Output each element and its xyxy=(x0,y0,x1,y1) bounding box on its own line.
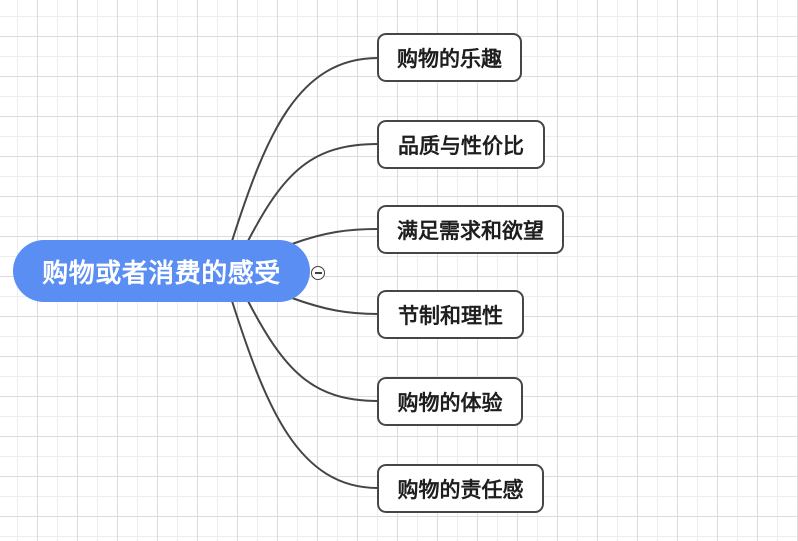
collapse-button[interactable] xyxy=(311,266,325,280)
connector-line-6 xyxy=(231,300,379,489)
connector-line-5 xyxy=(247,300,379,402)
topic-label: 购物的体验 xyxy=(397,391,503,415)
topic-node-shopping-experience[interactable]: 购物的体验 xyxy=(377,377,523,426)
topic-label: 节制和理性 xyxy=(398,304,503,328)
root-topic-label: 购物或者消费的感受 xyxy=(42,257,281,288)
topic-node-shopping-fun[interactable]: 购物的乐趣 xyxy=(377,33,522,82)
connector-line-2 xyxy=(247,143,379,242)
topic-node-shopping-responsibility[interactable]: 购物的责任感 xyxy=(377,464,544,513)
topic-label: 购物的乐趣 xyxy=(397,47,502,71)
topic-label: 购物的责任感 xyxy=(397,478,524,502)
topic-node-restraint-rationality[interactable]: 节制和理性 xyxy=(377,290,524,339)
connector-line-3 xyxy=(291,228,379,245)
topic-node-needs-desires[interactable]: 满足需求和欲望 xyxy=(377,205,564,254)
topic-node-quality-value[interactable]: 品质与性价比 xyxy=(377,120,545,169)
connector-line-4 xyxy=(291,297,379,315)
topic-label: 满足需求和欲望 xyxy=(397,219,544,243)
root-topic-node[interactable]: 购物或者消费的感受 xyxy=(13,240,310,302)
connector-line-1 xyxy=(231,57,379,242)
topic-label: 品质与性价比 xyxy=(398,134,524,158)
minus-icon xyxy=(314,272,322,274)
